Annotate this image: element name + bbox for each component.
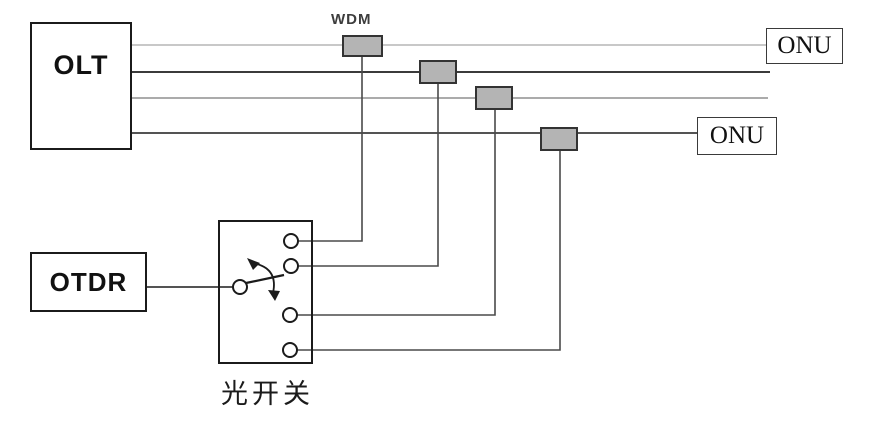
tap-link-2 — [298, 82, 439, 267]
rotation-arrow-up-icon — [247, 258, 260, 270]
switch-port-3 — [282, 307, 298, 323]
wdm-coupler-2 — [419, 60, 457, 84]
switch-common-port — [232, 279, 248, 295]
switch-wiper-arm — [245, 273, 285, 285]
onu-bottom-label: ONU — [709, 122, 765, 149]
wdm-coupler-4 — [540, 127, 578, 151]
tap-link-3 — [297, 108, 496, 316]
switch-port-4 — [282, 342, 298, 358]
wdm-coupler-3 — [475, 86, 513, 110]
tap-link-1 — [298, 56, 363, 242]
optical-switch-label: 光开关 — [221, 379, 314, 410]
wdm-coupler-1 — [342, 35, 383, 57]
tap-link-4 — [297, 150, 561, 351]
olt-node: OLT — [30, 22, 132, 150]
optical-switch-node — [218, 220, 313, 364]
olt-label: OLT — [53, 50, 109, 80]
switch-port-1 — [283, 233, 299, 249]
otdr-label: OTDR — [49, 266, 128, 297]
otdr-node: OTDR — [30, 252, 147, 312]
onu-node-bottom: ONU — [697, 117, 777, 155]
onu-top-label: ONU — [777, 32, 832, 59]
rotation-arrow-down-icon — [268, 290, 280, 301]
wdm-label: WDM — [331, 11, 372, 28]
switch-rotation-arc — [256, 263, 275, 294]
onu-node-top: ONU — [766, 28, 843, 64]
switch-port-2 — [283, 258, 299, 274]
